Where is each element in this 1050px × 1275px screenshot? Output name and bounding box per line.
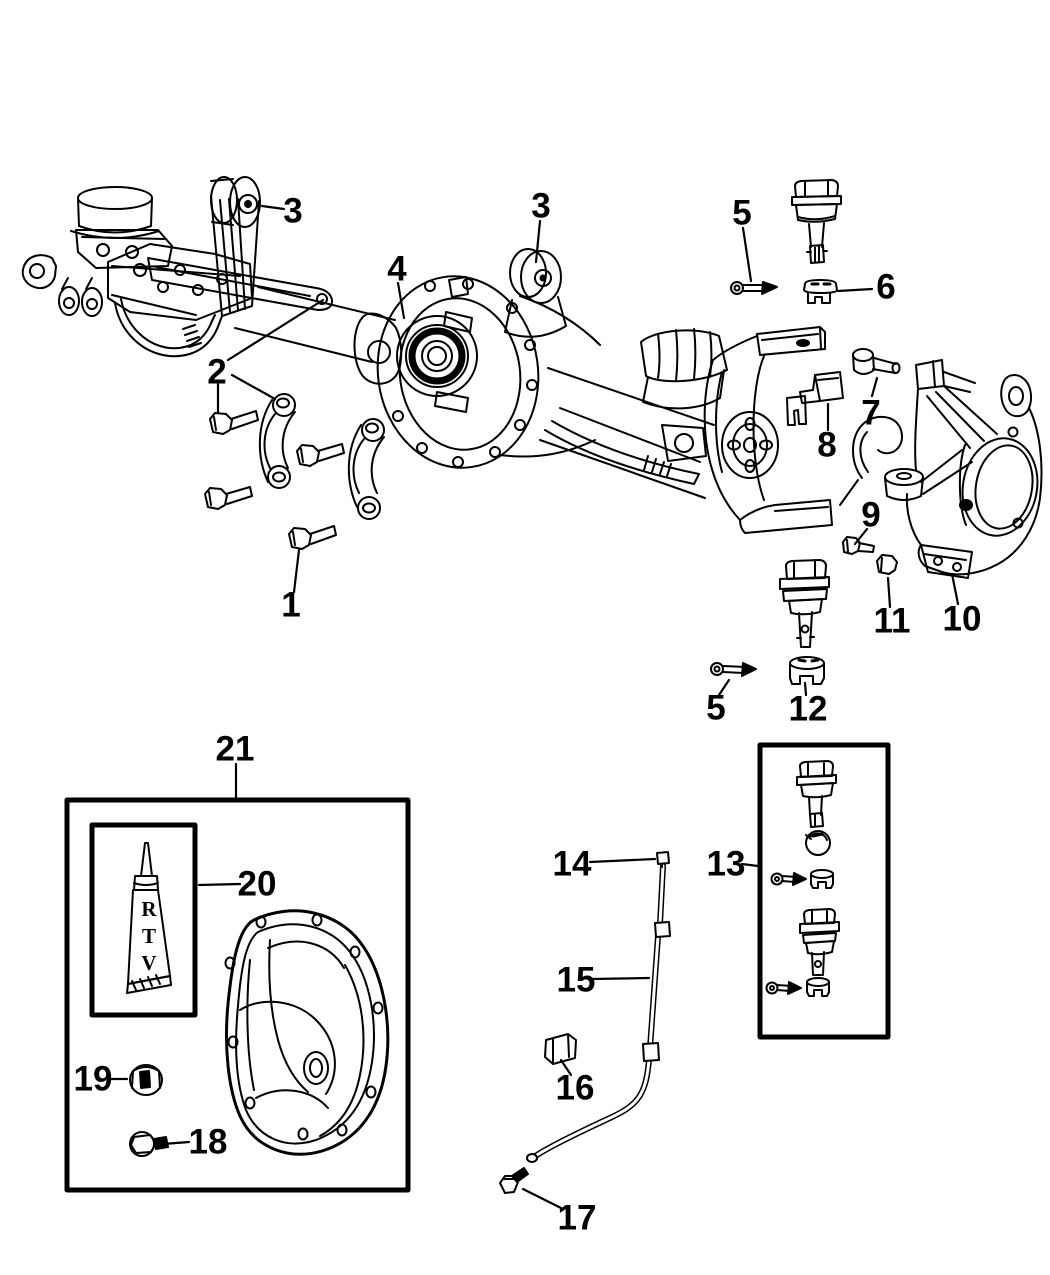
callout-21-cover-kit: 21	[215, 729, 255, 769]
lower-arm-bracket	[839, 415, 903, 506]
axle-end-yoke	[703, 326, 833, 534]
castle-nut-12	[789, 656, 825, 685]
callout-12-nut: 12	[788, 689, 828, 729]
cover-kit-box	[64, 797, 411, 1193]
leader-lines	[108, 204, 960, 1210]
callout-5-cotter-pin-upper: 5	[732, 193, 752, 233]
callout-19-plug: 19	[73, 1059, 113, 1099]
ball-joint-kit-box	[757, 742, 891, 1040]
callout-8-bracket: 8	[817, 425, 837, 465]
castle-nut-6	[803, 279, 838, 304]
bolt-9	[842, 536, 875, 555]
rtv-tube-label: R T V	[136, 896, 162, 977]
control-arm-bushing	[210, 176, 261, 317]
rtv-letter-r: R	[141, 897, 157, 921]
vent-cap-14	[656, 851, 670, 868]
callout-3-bushing-left: 3	[283, 191, 303, 231]
cotter-pin-5-lower	[710, 662, 757, 677]
callout-7-bolt: 7	[861, 393, 881, 433]
callout-4-housing: 4	[387, 249, 407, 289]
shock-mount-tab	[661, 424, 707, 462]
callout-3-bushing-right: 3	[531, 186, 551, 226]
callout-10-knuckle: 10	[942, 599, 982, 639]
fill-plug-nut-19	[129, 1064, 163, 1096]
cotter-pin-5-upper	[730, 281, 778, 295]
clamp-brackets	[258, 393, 385, 520]
callout-9-bolt: 9	[861, 495, 881, 535]
callout-11-nut: 11	[873, 601, 911, 641]
callout-20-rtv: 20	[237, 864, 277, 904]
vent-tube	[526, 863, 671, 1163]
diff-bushing-mount	[504, 248, 567, 338]
callout-16-clip: 16	[555, 1068, 595, 1108]
spring-perch	[640, 328, 728, 410]
lower-bracket-strap	[544, 420, 700, 485]
differential-cover	[224, 909, 390, 1156]
callout-1-bolt: 1	[281, 585, 301, 625]
tube-clip-16	[544, 1033, 577, 1065]
steering-knuckle	[884, 359, 1043, 579]
vent-fitting-17	[499, 1167, 529, 1194]
callout-13-ball-joint-kit: 13	[706, 844, 746, 884]
callout-6-nut: 6	[876, 267, 896, 307]
rtv-letter-v: V	[141, 951, 157, 975]
lower-ball-joint	[779, 559, 830, 648]
rtv-tube-20	[126, 842, 172, 994]
bracket-8	[786, 371, 844, 426]
callout-5-cotter-pin-lower: 5	[706, 688, 726, 728]
callout-17-fitting: 17	[557, 1198, 597, 1238]
nut-11	[876, 554, 898, 575]
rtv-letter-t: T	[141, 924, 156, 948]
callout-18-cover-bolt: 18	[188, 1122, 228, 1162]
mount-bolts	[204, 410, 345, 550]
cover-bolt-18	[129, 1131, 169, 1157]
differential-housing	[353, 275, 601, 469]
bolt-7	[852, 348, 901, 375]
callout-14-vent-cap: 14	[552, 844, 592, 884]
upper-ball-joint	[791, 179, 842, 264]
callout-2-clamp: 2	[207, 352, 227, 392]
callout-15-vent-tube: 15	[556, 960, 596, 1000]
sway-bracket-strap	[114, 298, 223, 358]
